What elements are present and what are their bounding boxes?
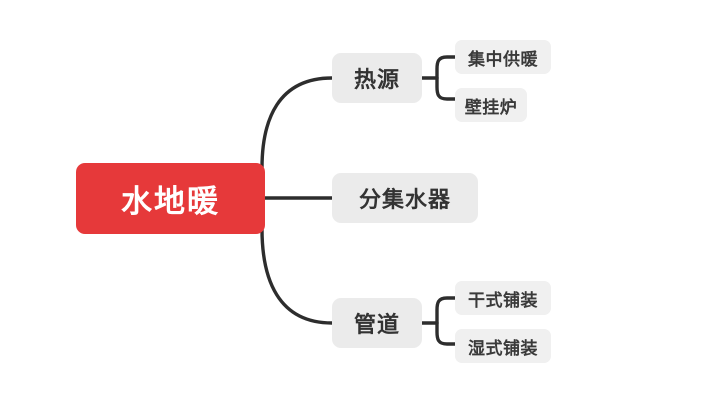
connector-root-to-heatsource xyxy=(260,76,334,170)
connector-heatsource-bracket xyxy=(435,55,457,101)
mindmap-node-dry-installation[interactable]: 干式铺装 xyxy=(455,281,551,315)
connector-pipe-bracket xyxy=(435,296,457,346)
connector-root-to-pipe xyxy=(260,227,334,325)
mindmap-node-wet-installation[interactable]: 湿式铺装 xyxy=(455,329,551,363)
mindmap-node-central-heating[interactable]: 集中供暖 xyxy=(455,40,551,74)
mindmap-node-manifold[interactable]: 分集水器 xyxy=(332,173,478,223)
mindmap-node-heatsource[interactable]: 热源 xyxy=(332,53,422,103)
mindmap-node-root[interactable]: 水地暖 xyxy=(76,163,265,234)
mindmap-node-wall-hung-boiler[interactable]: 壁挂炉 xyxy=(455,88,527,122)
mindmap-node-pipe[interactable]: 管道 xyxy=(332,298,422,348)
